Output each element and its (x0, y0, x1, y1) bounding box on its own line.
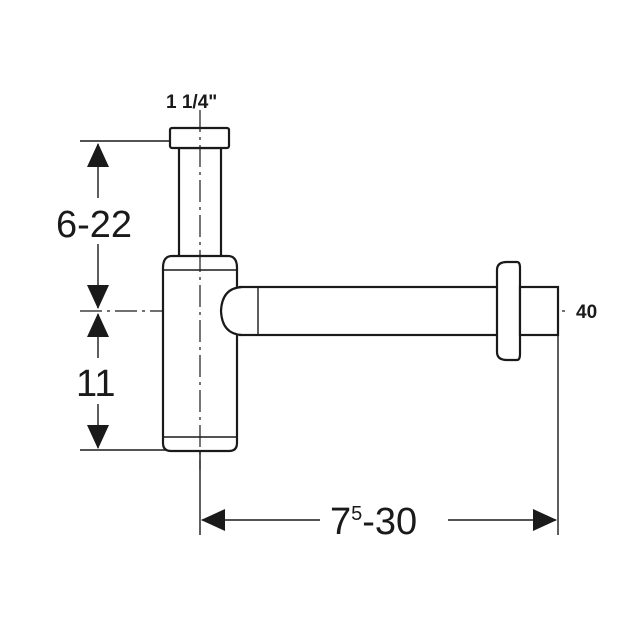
outlet-pipe (238, 285, 504, 337)
width-label-bg (320, 496, 448, 544)
lower-dim-bottom-arrow (87, 425, 109, 449)
upper-height-label-bg (54, 198, 150, 244)
lower-height-label-bg (72, 358, 128, 404)
upper-height-label: 6-22 (56, 204, 132, 246)
width-dim-left-arrow (201, 509, 225, 531)
outlet-elbow (219, 285, 243, 337)
bottle-body (161, 254, 239, 453)
upper-dim-bottom-arrow (87, 285, 109, 309)
top-thread-label: 1 1/4" (166, 92, 217, 113)
width-label-sup: 5 (351, 503, 362, 525)
lower-height-label: 11 (76, 363, 115, 405)
outlet-diameter-label: 40 (576, 302, 597, 323)
width-label-rest: -30 (362, 501, 417, 543)
wall-rosette (495, 260, 522, 362)
lower-dim-top-arrow (87, 313, 109, 337)
outlet-pipe-end (518, 285, 560, 337)
width-dim-right-arrow (533, 509, 557, 531)
width-label: 75-30 (330, 501, 417, 543)
upper-dim-top-arrow (87, 143, 109, 167)
width-label-main: 7 (330, 501, 351, 543)
